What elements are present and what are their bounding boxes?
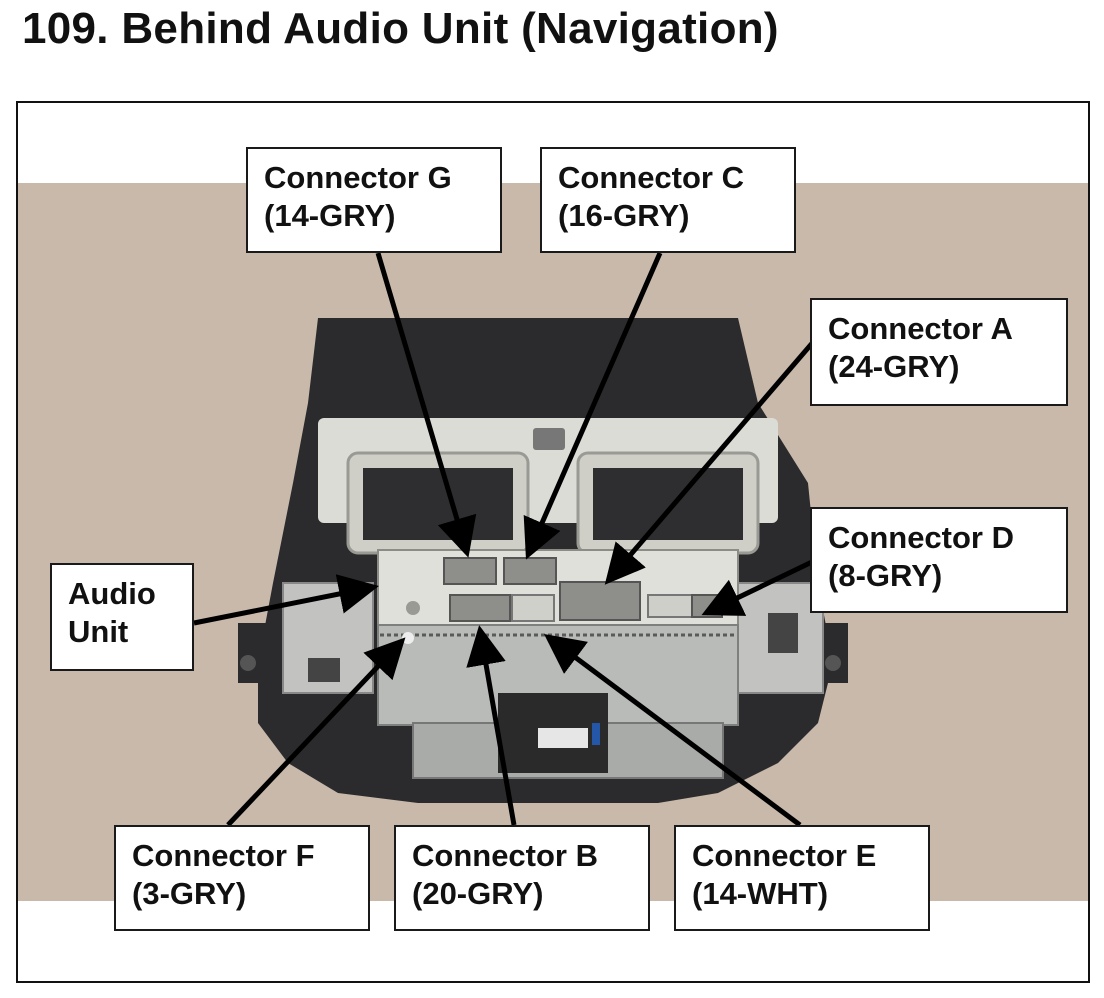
connector-b-socket	[449, 594, 511, 622]
label-connector-a: Connector A (24-GRY)	[810, 298, 1068, 406]
connector-c-socket	[503, 557, 557, 585]
label-connector-d: Connector D (8-GRY)	[810, 507, 1068, 613]
label-connector-c: Connector C (16-GRY)	[540, 147, 796, 253]
connector-g-socket	[443, 557, 497, 585]
callout-arrows	[193, 251, 816, 828]
label-connector-f: Connector F (3-GRY)	[114, 825, 370, 931]
page-title: 109. Behind Audio Unit (Navigation)	[22, 4, 779, 53]
photo-frame: Connector G (14-GRY) Connector C (16-GRY…	[16, 101, 1090, 983]
arrow-connector-c	[523, 251, 663, 560]
arrow-connector-f	[226, 637, 406, 827]
arrow-audio-unit	[193, 574, 379, 626]
label-audio-unit: Audio Unit	[50, 563, 194, 671]
arrow-connector-b	[466, 625, 517, 826]
arrow-connector-a	[604, 339, 816, 585]
label-connector-g: Connector G (14-GRY)	[246, 147, 502, 253]
arrow-connector-d	[701, 558, 816, 616]
label-connector-e: Connector E (14-WHT)	[674, 825, 930, 931]
arrow-connector-g	[375, 252, 477, 558]
arrow-connector-e	[543, 634, 802, 828]
connector-a-socket	[559, 581, 641, 621]
label-connector-b: Connector B (20-GRY)	[394, 825, 650, 931]
